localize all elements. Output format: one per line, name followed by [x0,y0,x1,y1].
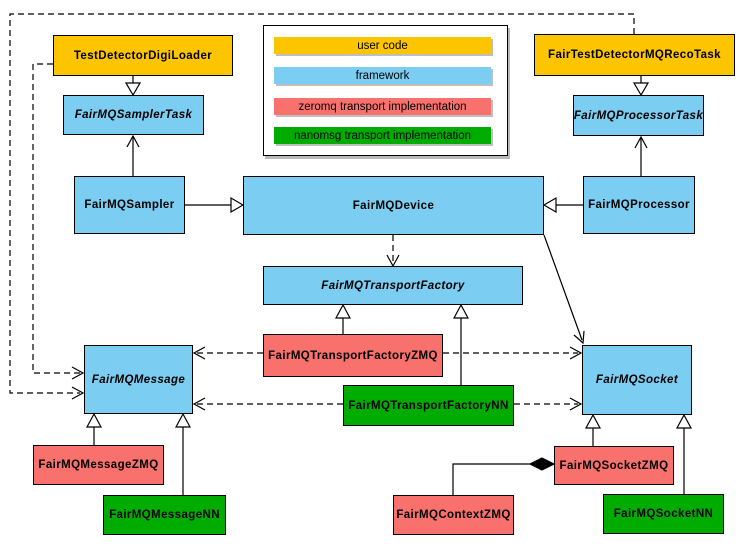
edge-socketzmq-socket-inheritance [584,413,602,446]
legend-item-nanomsg: nanomsg transport implementation [274,127,491,144]
edge-factorynn-factory-inheritance [452,303,470,385]
edge-messagenn-message-inheritance [174,412,192,495]
legend: user code framework zeromq transport imp… [263,25,508,156]
node-fairmqprocessortask: FairMQProcessorTask [573,95,704,136]
edge-digiloader-samplertask-inheritance [124,76,142,97]
node-fairmqsocketnn: FairMQSocketNN [603,494,724,534]
node-testdetectordigiloader: TestDetectorDigiLoader [53,35,233,76]
node-fairmqsocketzmq: FairMQSocketZMQ [554,446,674,485]
edge-contextzmq-socketzmq-composition [452,457,556,495]
edge-factoryzmq-message-dependency [192,346,263,360]
edge-sampler-samplertask-association [126,134,140,176]
edge-processor-processortask-association [634,135,648,176]
node-fairmqtransportfactory: FairMQTransportFactory [263,266,523,305]
node-fairmqsamplertask: FairMQSamplerTask [63,95,204,135]
edge-factorynn-message-dependency [192,397,343,411]
edge-factorynn-socket-dependency [514,397,583,411]
legend-item-framework: framework [274,67,491,84]
edge-sampler-device-inheritance [185,196,245,214]
node-fairmqtransportfactorynn: FairMQTransportFactoryNN [343,385,514,426]
node-fairmqmessage: FairMQMessage [84,345,193,414]
edge-device-socket-association [543,234,585,345]
node-fairmqprocessor: FairMQProcessor [583,176,695,234]
node-fairmqtransportfactoryzmq: FairMQTransportFactoryZMQ [263,334,443,377]
node-fairmqcontextzmq: FairMQContextZMQ [393,495,514,535]
edge-messagezmq-message-inheritance [85,412,103,445]
edge-recotask-message-dependency [9,13,635,400]
node-fairtestdetectormqrecotask: FairTestDetectorMQRecoTask [534,34,735,76]
node-fairmqmessagenn: FairMQMessageNN [103,495,226,535]
legend-item-zeromq: zeromq transport implementation [274,98,491,115]
edge-factoryzmq-socket-dependency [443,346,583,360]
node-fairmqmessagezmq: FairMQMessageZMQ [33,445,164,485]
edge-digiloader-message-dependency [32,63,85,380]
node-fairmqsocket: FairMQSocket [582,345,692,415]
edge-device-transportfactory-dependency [386,235,400,268]
node-fairmqsampler: FairMQSampler [74,176,185,234]
edge-socketnn-socket-inheritance [675,413,693,494]
legend-item-user-code: user code [274,37,491,54]
edge-processor-device-inheritance [542,196,583,214]
node-fairmqdevice: FairMQDevice [243,176,544,235]
edge-recotask-processortask-inheritance [632,76,650,97]
edge-factoryzmq-factory-inheritance [334,303,352,334]
